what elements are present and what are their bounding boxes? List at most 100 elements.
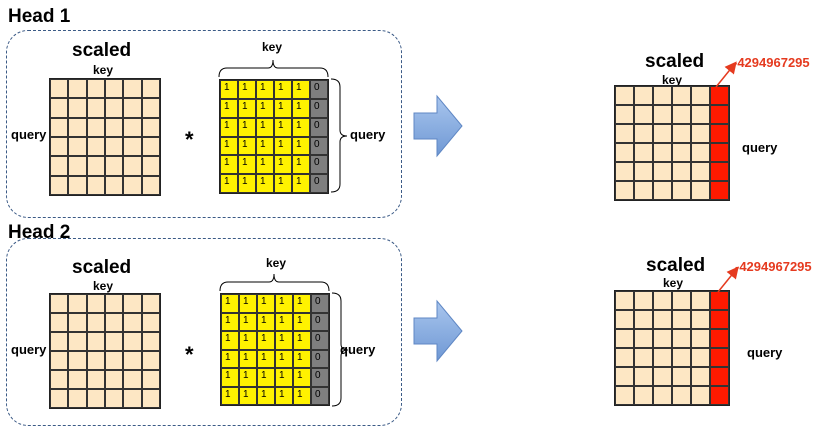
masked-cell <box>710 329 729 348</box>
score-cell <box>105 389 124 408</box>
score-cell <box>691 329 710 348</box>
mask-one-cell: 1 <box>275 368 293 387</box>
head-1-result-key-label: key <box>662 73 683 87</box>
mask-one-cell: 1 <box>256 98 274 118</box>
score-cell <box>634 124 653 143</box>
score-cell <box>615 86 634 105</box>
score-cell <box>86 137 105 157</box>
score-cell <box>68 332 87 351</box>
score-cell <box>86 175 105 195</box>
mask-one-cell: 1 <box>221 331 239 350</box>
head-1-title: Head 1 <box>8 6 71 27</box>
score-cell <box>615 105 634 124</box>
score-cell <box>691 386 710 405</box>
score-cell <box>672 386 691 405</box>
head-1-annotation-arrow <box>715 61 737 88</box>
score-cell <box>105 79 124 99</box>
masked-cell <box>710 310 729 329</box>
score-cell <box>123 79 142 99</box>
mask-zero-cell: 0 <box>310 155 328 175</box>
mask-one-cell: 1 <box>239 331 257 350</box>
masked-cell <box>710 124 729 143</box>
mask-one-cell: 1 <box>220 117 238 137</box>
score-cell <box>653 143 672 162</box>
score-cell <box>105 117 124 137</box>
head-1-scaled-score-matrix <box>49 78 161 196</box>
mask-one-cell: 1 <box>239 312 257 331</box>
score-cell <box>50 351 69 370</box>
mask-one-cell: 1 <box>256 174 274 193</box>
score-cell <box>691 348 710 367</box>
score-cell <box>634 162 653 181</box>
score-cell <box>86 370 105 389</box>
score-cell <box>615 181 634 200</box>
score-cell <box>634 329 653 348</box>
score-cell <box>105 156 124 176</box>
head-2-mask-key-label: key <box>266 256 287 270</box>
score-cell <box>634 291 653 310</box>
mask-one-cell: 1 <box>221 294 239 313</box>
mask-one-cell: 1 <box>256 136 274 156</box>
score-cell <box>123 137 142 157</box>
mask-zero-cell: 0 <box>311 368 329 387</box>
mask-one-cell: 1 <box>256 117 274 137</box>
score-cell <box>105 137 124 157</box>
mask-one-cell: 1 <box>275 386 293 405</box>
mask-one-cell: 1 <box>275 331 293 350</box>
score-cell <box>86 79 105 99</box>
score-cell <box>653 329 672 348</box>
score-cell <box>86 294 105 313</box>
score-cell <box>653 105 672 124</box>
score-cell <box>672 105 691 124</box>
score-cell <box>141 98 160 118</box>
score-cell <box>634 105 653 124</box>
score-cell <box>141 351 160 370</box>
head-2-query-brace <box>331 292 349 407</box>
mask-one-cell: 1 <box>274 80 292 99</box>
mask-one-cell: 1 <box>256 155 274 175</box>
score-cell <box>615 124 634 143</box>
mask-zero-cell: 0 <box>310 80 328 99</box>
mask-one-cell: 1 <box>274 117 292 137</box>
score-cell <box>615 162 634 181</box>
head-1-result-query-label: query <box>742 140 778 155</box>
score-cell <box>50 79 69 99</box>
mask-one-cell: 1 <box>292 136 310 156</box>
mask-one-cell: 1 <box>220 98 238 118</box>
score-cell <box>691 181 710 200</box>
mask-one-cell: 1 <box>221 386 239 405</box>
mask-one-cell: 1 <box>292 98 310 118</box>
mask-one-cell: 1 <box>292 155 310 175</box>
score-cell <box>691 367 710 386</box>
mask-one-cell: 1 <box>257 312 275 331</box>
score-cell <box>105 370 124 389</box>
score-cell <box>50 294 69 313</box>
score-cell <box>105 175 124 195</box>
score-cell <box>691 124 710 143</box>
score-cell <box>68 389 87 408</box>
head-2-panel <box>6 238 402 426</box>
score-cell <box>672 310 691 329</box>
mask-one-cell: 1 <box>293 386 311 405</box>
head-1-query-brace <box>330 78 348 193</box>
score-cell <box>50 332 69 351</box>
mask-one-cell: 1 <box>257 386 275 405</box>
score-cell <box>86 313 105 332</box>
mask-one-cell: 1 <box>220 136 238 156</box>
score-cell <box>672 143 691 162</box>
head-2-masked-score-matrix <box>614 290 730 406</box>
mask-one-cell: 1 <box>238 117 256 137</box>
mask-one-cell: 1 <box>220 155 238 175</box>
head-1-panel <box>6 30 402 218</box>
mask-one-cell: 1 <box>293 312 311 331</box>
score-cell <box>50 389 69 408</box>
mask-one-cell: 1 <box>256 80 274 99</box>
score-cell <box>634 143 653 162</box>
head-2-result-scaled-label: scaled <box>646 255 706 276</box>
mask-one-cell: 1 <box>220 174 238 193</box>
mask-one-cell: 1 <box>221 312 239 331</box>
score-cell <box>141 294 160 313</box>
score-cell <box>672 329 691 348</box>
score-cell <box>50 156 69 176</box>
